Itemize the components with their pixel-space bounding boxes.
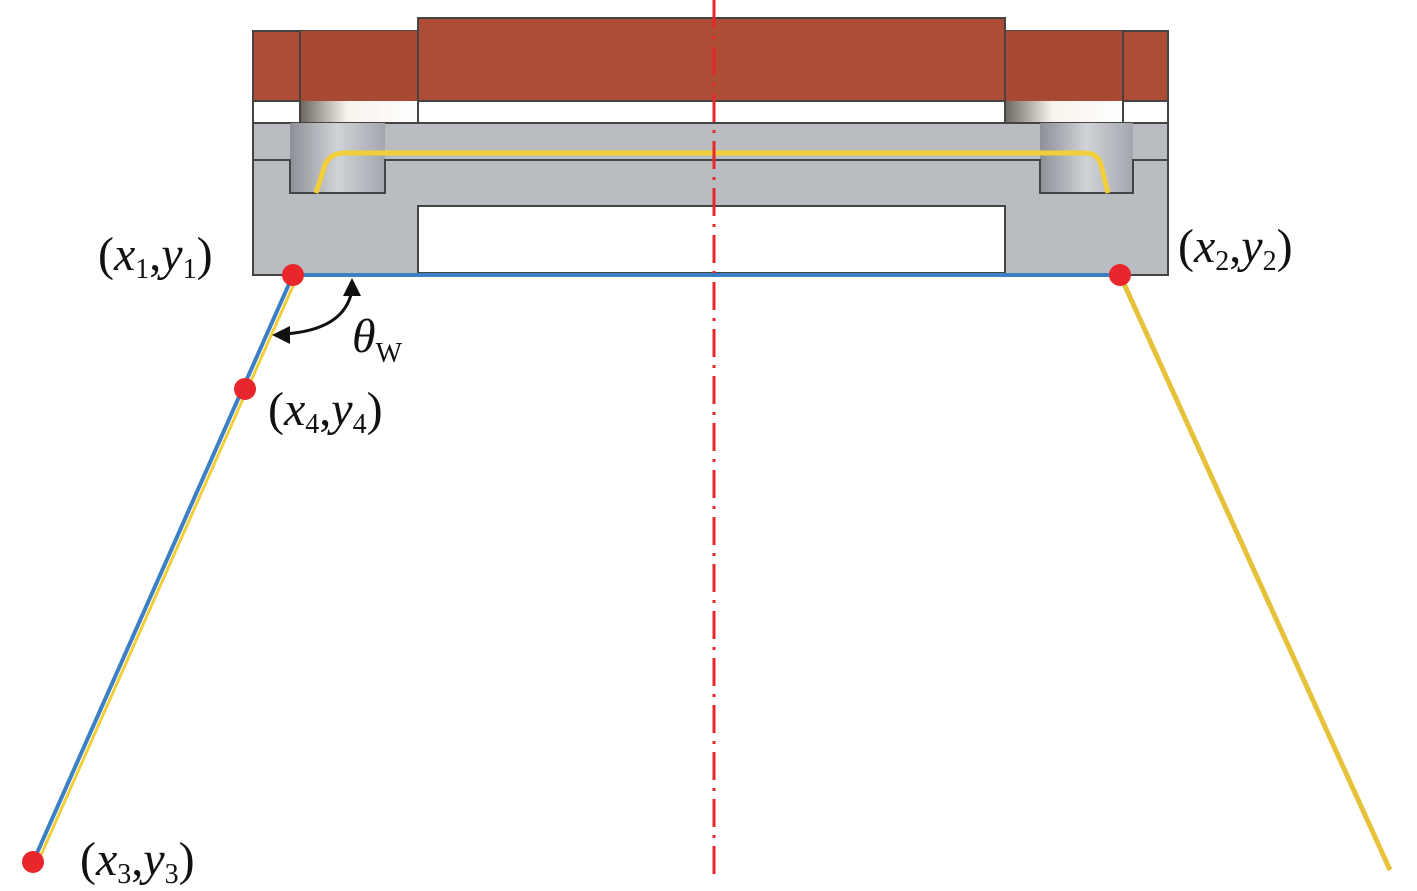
- top-plate: [252, 17, 1169, 125]
- point-1: [282, 264, 304, 286]
- left-leg: [31, 274, 299, 865]
- point-4: [234, 378, 256, 400]
- base-plate: [252, 122, 1169, 276]
- label-point-4: (x4,y4): [268, 383, 383, 440]
- label-point-3: (x3,y3): [80, 833, 195, 890]
- point-3: [22, 851, 44, 873]
- angle-arrow: [272, 278, 361, 344]
- label-angle: θW: [352, 310, 403, 369]
- label-point-2: (x2,y2): [1178, 220, 1293, 277]
- right-leg: [1117, 273, 1393, 872]
- point-2: [1109, 264, 1131, 286]
- label-point-1: (x1,y1): [98, 228, 213, 285]
